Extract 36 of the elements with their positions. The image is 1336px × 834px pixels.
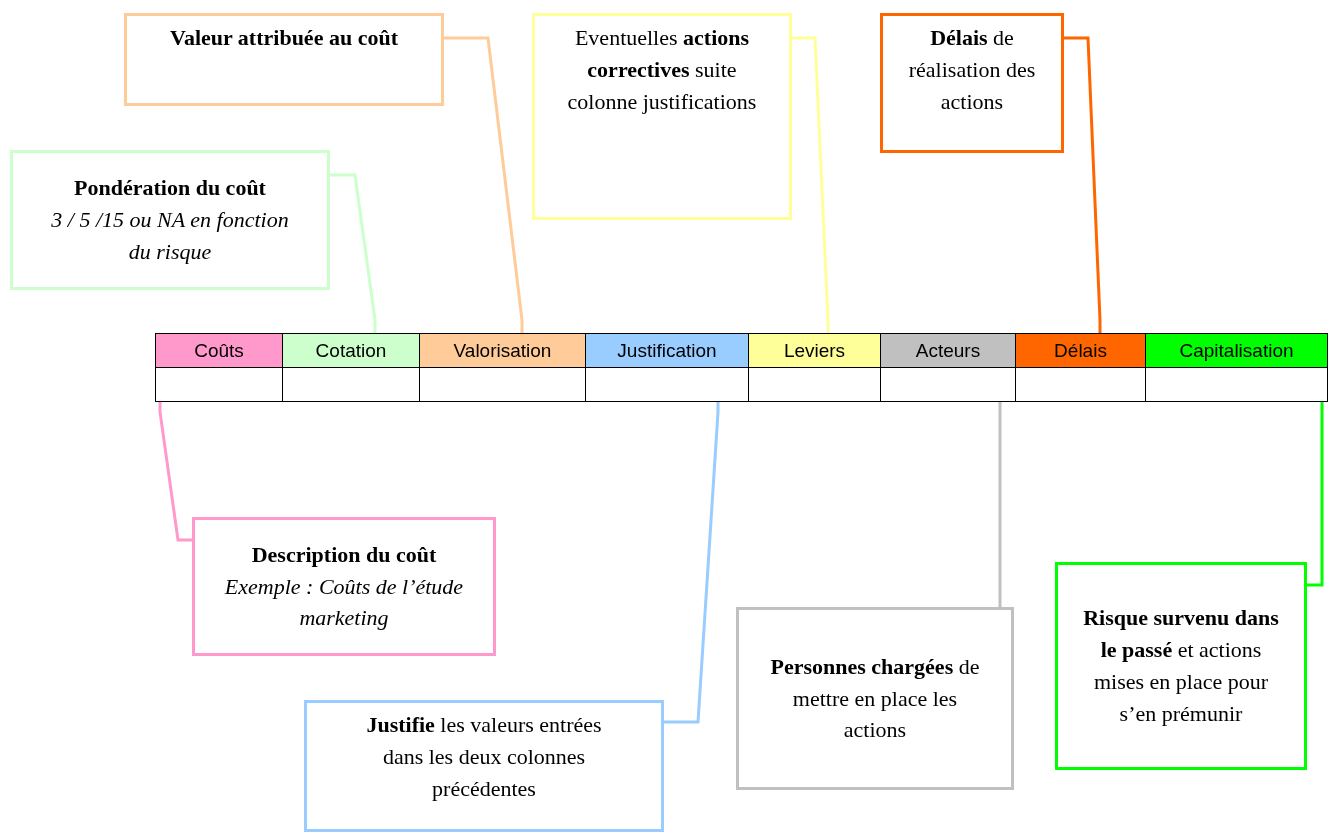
leader-line xyxy=(443,36,524,333)
callout-text: 3 / 5 /15 ou NA en fonction du risque xyxy=(50,206,290,266)
leader-line xyxy=(158,401,192,542)
callout-text: Eventuelles actions correctives suite colonne justifications xyxy=(566,24,758,116)
column-header: Délais xyxy=(1015,333,1146,368)
table-cell xyxy=(1145,367,1328,402)
column-header: Acteurs xyxy=(880,333,1016,368)
leader-line xyxy=(998,401,1002,607)
callout-box xyxy=(10,150,330,290)
leader-line xyxy=(1063,36,1102,333)
callout-heading: Pondération du coût xyxy=(74,174,266,203)
leader-line xyxy=(663,401,720,724)
column-header: Capitalisation xyxy=(1145,333,1328,368)
column-header: Leviers xyxy=(748,333,881,368)
callout-text: Personnes chargées de mettre en place les actions xyxy=(769,652,981,745)
column-header: Valorisation xyxy=(419,333,586,368)
callout-box xyxy=(124,13,444,106)
callout-text: Risque survenu dans le passé et actions mises en place pour s’en prémunir xyxy=(1082,604,1280,728)
callout-box xyxy=(192,517,496,656)
callout-text: Justifie les valeurs entrées dans les deux colonnes précédentes xyxy=(365,711,603,803)
callout-box xyxy=(736,607,1014,790)
callout-box xyxy=(880,13,1064,153)
callout-box xyxy=(1055,562,1307,770)
callout-box xyxy=(532,13,792,220)
callout-text: Valeur attribuée au coût xyxy=(170,24,398,52)
table-cell xyxy=(155,367,283,402)
callout-box xyxy=(304,700,664,832)
callout-text: Délais de réalisation des actions xyxy=(907,24,1037,116)
leader-line xyxy=(329,173,377,333)
callout-heading: Description du coût xyxy=(251,540,437,569)
leader-line xyxy=(1306,401,1324,587)
column-header: Justification xyxy=(585,333,749,368)
column-header: Coûts xyxy=(155,333,283,368)
column-header: Cotation xyxy=(282,333,420,368)
leader-line xyxy=(791,36,830,333)
callout-text: Exemple : Coûts de l’étude marketing xyxy=(223,572,465,633)
